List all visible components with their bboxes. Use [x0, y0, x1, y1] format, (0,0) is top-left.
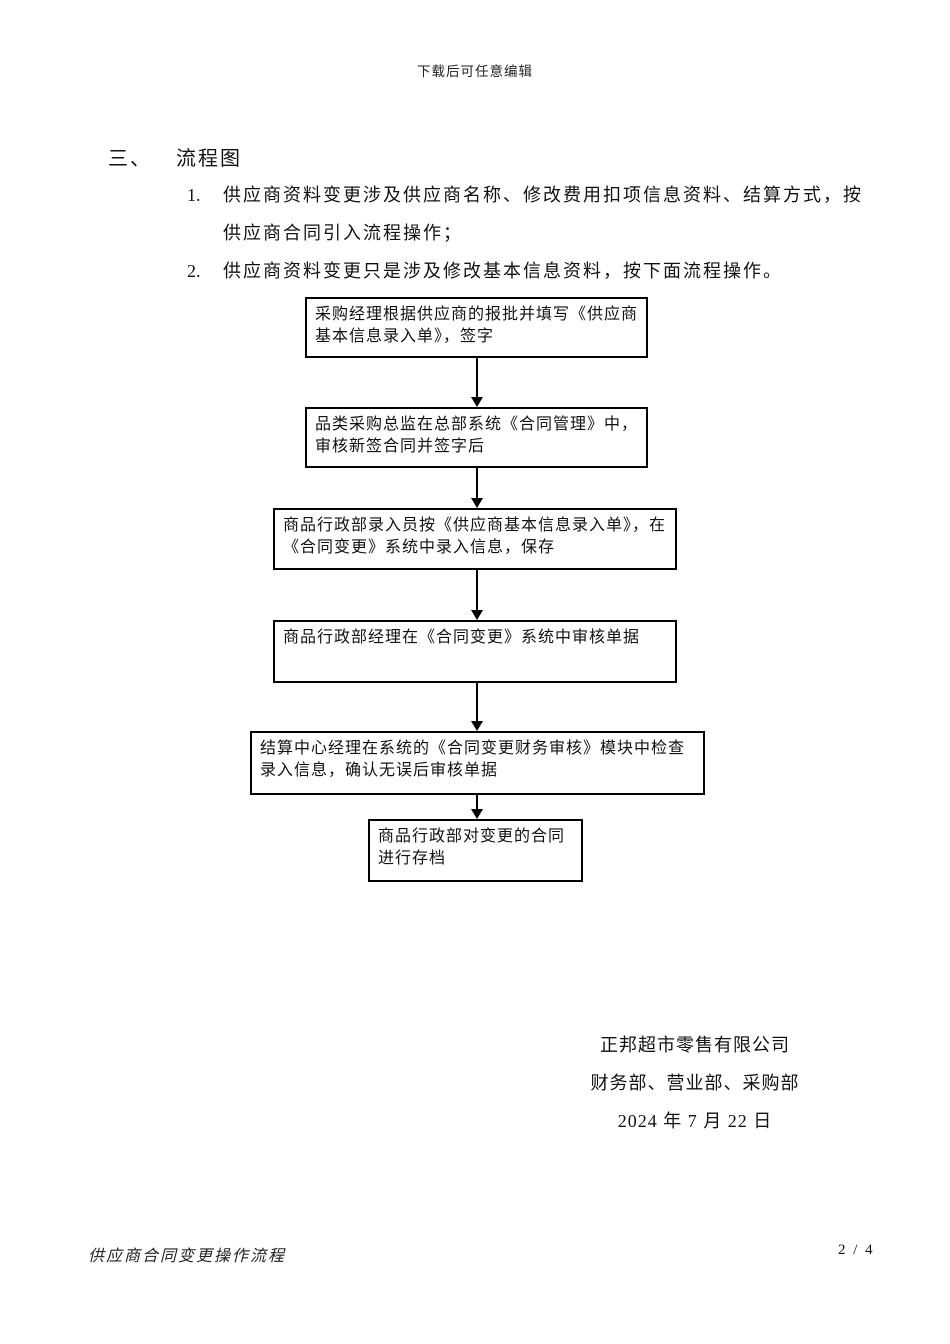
- signature-company: 正邦超市零售有限公司: [600, 1035, 790, 1055]
- flow-step-text: 采购经理根据供应商的报批并填写《供应商基本信息录入单》，签字: [315, 306, 639, 345]
- section-heading: 三、 流程图: [108, 142, 242, 171]
- flow-step-admin-entry-clerk: 商品行政部录入员按《供应商基本信息录入单》，在《合同变更》系统中录入信息，保存: [273, 508, 677, 570]
- footer-doc-title: 供应商合同变更操作流程: [88, 1248, 287, 1265]
- flow-step-text: 结算中心经理在系统的《合同变更财务审核》模块中检查录入信息，确认无误后审核单据: [260, 740, 686, 779]
- list-item: 1. 供应商资料变更涉及供应商名称、修改费用扣项信息资料、结算方式，按供应商合同…: [187, 176, 887, 252]
- notes-list: 1. 供应商资料变更涉及供应商名称、修改费用扣项信息资料、结算方式，按供应商合同…: [187, 176, 887, 290]
- flow-step-settlement-center-review: 结算中心经理在系统的《合同变更财务审核》模块中检查录入信息，确认无误后审核单据: [250, 731, 705, 795]
- watermark-text: 下载后可任意编辑: [417, 64, 533, 79]
- section-number: 三、: [108, 148, 152, 170]
- list-item: 2. 供应商资料变更只是涉及修改基本信息资料，按下面流程操作。: [187, 252, 887, 290]
- list-item-number: 1.: [187, 185, 201, 205]
- flow-arrow-down-icon: [471, 358, 483, 407]
- list-item-text: 供应商资料变更只是涉及修改基本信息资料，按下面流程操作。: [223, 261, 783, 281]
- list-item-text: 供应商资料变更涉及供应商名称、修改费用扣项信息资料、结算方式，按供应商合同引入流…: [223, 185, 863, 243]
- flow-step-admin-manager-review: 商品行政部经理在《合同变更》系统中审核单据: [273, 620, 677, 683]
- signature-block: 正邦超市零售有限公司 财务部、营业部、采购部 2024 年 7 月 22 日: [545, 1026, 845, 1140]
- flow-step-text: 品类采购总监在总部系统《合同管理》中，审核新签合同并签字后: [315, 416, 639, 455]
- flow-arrow-down-icon: [471, 795, 483, 819]
- flow-step-text: 商品行政部经理在《合同变更》系统中审核单据: [283, 629, 641, 646]
- flow-arrow-down-icon: [471, 570, 483, 620]
- flow-step-text: 商品行政部对变更的合同进行存档: [378, 828, 566, 867]
- flow-arrow-down-icon: [471, 683, 483, 731]
- flow-step-archive-contract: 商品行政部对变更的合同进行存档: [368, 819, 583, 882]
- flow-step-text: 商品行政部录入员按《供应商基本信息录入单》，在《合同变更》系统中录入信息，保存: [283, 517, 667, 556]
- section-title: 流程图: [176, 148, 242, 170]
- flow-step-purchase-manager: 采购经理根据供应商的报批并填写《供应商基本信息录入单》，签字: [305, 297, 648, 358]
- flow-arrow-down-icon: [471, 468, 483, 508]
- list-item-number: 2.: [187, 261, 201, 281]
- signature-departments: 财务部、营业部、采购部: [590, 1073, 800, 1093]
- footer-page-number: 2 / 4: [838, 1242, 875, 1258]
- signature-date: 2024 年 7 月 22 日: [617, 1111, 773, 1131]
- flow-step-category-director: 品类采购总监在总部系统《合同管理》中，审核新签合同并签字后: [305, 407, 648, 468]
